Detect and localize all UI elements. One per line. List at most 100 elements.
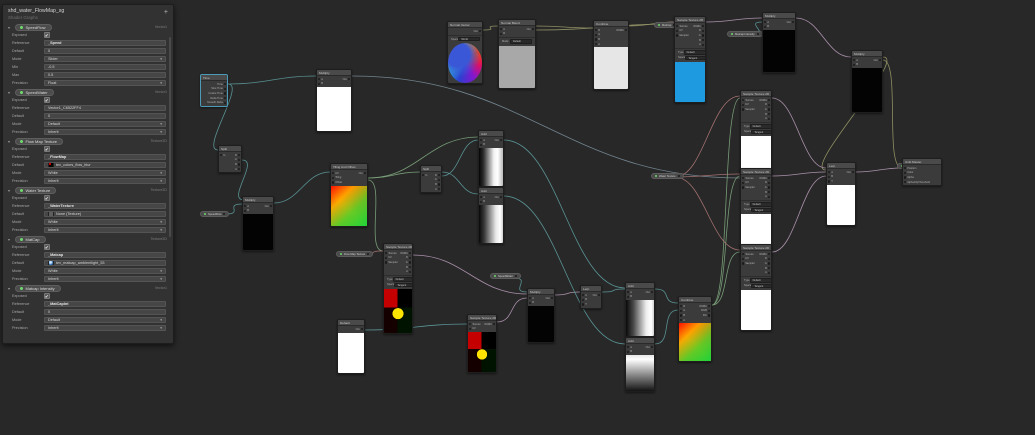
port-dot-icon[interactable] [707,305,710,308]
output-port[interactable]: A [235,168,240,171]
row-value[interactable]: _FlowMap [44,153,166,161]
chevron-down-icon[interactable]: ▾ [8,138,11,144]
output-port[interactable]: Out [646,291,653,294]
port-dot-icon[interactable] [529,301,532,304]
row-value[interactable]: -0.5 [44,63,166,71]
field-value[interactable]: Tangent [685,55,705,61]
field-value[interactable]: World [458,36,481,42]
port-dot-icon[interactable] [223,101,226,104]
output-port[interactable]: Out [359,172,366,175]
output-port[interactable]: Smooth Delta [207,101,226,104]
port-dot-icon[interactable] [701,29,704,32]
input-port[interactable]: A [680,319,685,322]
row-value[interactable]: Inherit [44,128,166,136]
property-pill[interactable]: MatCap [15,235,46,243]
port-dot-icon[interactable] [767,262,770,265]
input-port[interactable]: B [680,314,685,317]
input-port[interactable]: Texture [676,25,688,28]
input-port[interactable]: B [500,32,505,35]
input-port[interactable]: UV [742,181,749,184]
input-port[interactable]: B [529,301,534,304]
port-dot-icon[interactable] [500,28,503,31]
port-dot-icon[interactable] [904,171,907,174]
output-port[interactable]: Out [787,21,794,24]
input-port[interactable]: UV [742,103,749,106]
input-port[interactable]: A [595,43,600,46]
field-value[interactable]: Tangent [751,207,771,213]
port-dot-icon[interactable] [237,163,240,166]
input-port[interactable]: UV [469,327,476,330]
chevron-down-icon[interactable]: ▾ [8,24,11,30]
row-value[interactable]: _Matcap [44,251,166,259]
property-node-prop_flowtex[interactable]: Flow Map Texture [336,251,374,257]
port-dot-icon[interactable] [332,181,335,184]
output-port[interactable]: R [765,257,770,260]
add-property-button[interactable]: + [163,9,168,16]
output-port[interactable]: G [406,261,411,264]
property-row-reference[interactable]: Reference_FlowMap [6,153,170,161]
port-dot-icon[interactable] [269,205,272,208]
port-dot-icon[interactable] [550,297,553,300]
output-port[interactable]: A [699,43,704,46]
port-dot-icon[interactable] [318,82,321,85]
port-dot-icon[interactable] [742,181,745,184]
property-row-reference[interactable]: Reference_MatCapInt [6,300,170,308]
port-dot-icon[interactable] [582,294,585,297]
port-dot-icon[interactable] [237,167,240,171]
port-dot-icon[interactable] [469,323,472,326]
output-port[interactable]: RGBA [699,305,710,308]
row-value[interactable]: tex_colors_flow_blur [44,161,166,169]
input-port[interactable]: B [244,209,249,212]
output-port[interactable]: B [765,267,770,270]
field-value[interactable]: Tangent [394,282,412,288]
row-value[interactable]: Float [44,79,166,87]
port-dot-icon[interactable] [707,314,710,317]
port-dot-icon[interactable] [244,209,247,212]
port-dot-icon[interactable] [767,108,770,111]
field-value[interactable]: Default [749,202,771,207]
row-value[interactable]: Inherit [44,226,166,234]
property-row-exposed[interactable]: Exposed✔ [6,292,170,300]
output-port[interactable]: Out [343,78,350,81]
output-port[interactable]: RGBA [693,25,704,28]
port-dot-icon[interactable] [676,34,679,37]
exposed-checkbox[interactable]: ✔ [44,195,50,201]
port-dot-icon[interactable] [767,181,770,184]
output-port[interactable]: B [406,266,411,269]
port-dot-icon[interactable] [680,318,683,322]
input-port[interactable]: Texture [742,99,754,102]
port-dot-icon[interactable] [582,303,585,306]
property-row-exposed[interactable]: Exposed✔ [6,145,170,153]
blackboard-panel[interactable]: shd_water_FlowMap_sg Shader Graphs + ▾Sp… [2,4,174,344]
input-port[interactable]: Sampler [742,108,755,111]
exposed-checkbox[interactable]: ✔ [44,32,50,38]
port-dot-icon[interactable] [851,171,854,174]
chevron-down-icon[interactable]: ▾ [8,285,11,291]
port-dot-icon[interactable] [707,309,710,312]
port-dot-icon[interactable] [595,38,598,41]
port-dot-icon[interactable] [223,83,226,86]
output-port[interactable] [514,275,517,277]
input-port[interactable]: B [480,200,485,203]
port-dot-icon[interactable] [385,252,388,255]
